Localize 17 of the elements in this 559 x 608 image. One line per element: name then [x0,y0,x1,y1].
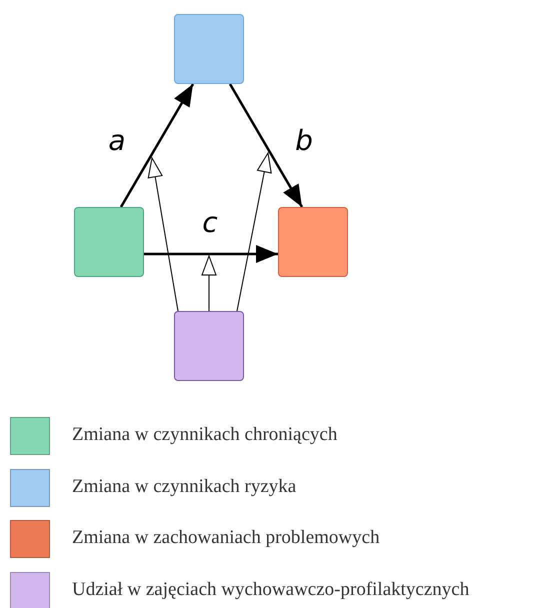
arrow [202,256,216,312]
variable-box [174,14,244,84]
edge-label: a [108,124,126,157]
arrow [148,158,178,312]
edge-label: c [202,206,218,239]
variable-box [74,207,144,277]
variable-box [278,207,348,277]
arrow [120,83,194,208]
edge-label: b [295,124,313,157]
arrow [228,83,304,208]
legend-label: Zmiana w czynnikach chroniących [72,424,338,446]
legend-label: Udział w zajęciach wychowawczo-profilaktycznych [72,579,470,602]
arrow [144,245,278,263]
legend-label: Zmiana w zachowaniach problemowych [72,527,380,550]
arrow [236,152,272,312]
legend-label: Zmiana w czynnikach ryzyka [72,476,296,498]
variable-box [174,311,244,381]
